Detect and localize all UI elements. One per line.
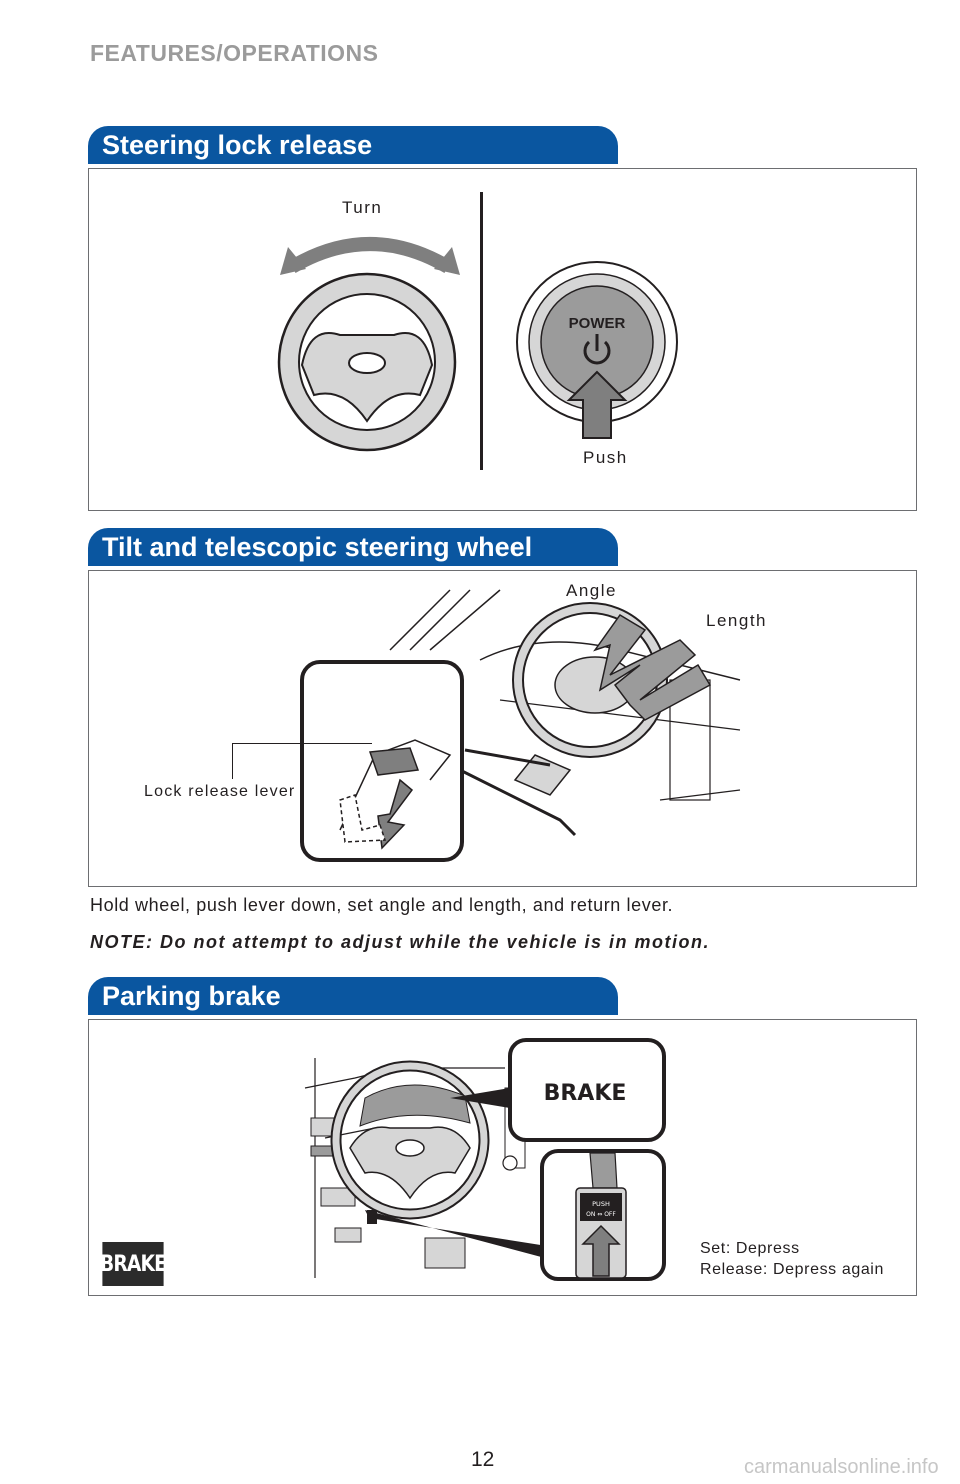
label-length: Length — [706, 611, 767, 630]
brake-callout-text: BRAKE — [544, 1081, 627, 1106]
lever-leader-tick — [232, 743, 233, 779]
page-number: 12 — [471, 1448, 495, 1471]
brake-callout-box — [508, 1038, 666, 1142]
label-angle: Angle — [566, 581, 617, 600]
lever-down-arrow — [377, 778, 414, 850]
turn-arc-arrow — [288, 237, 452, 274]
label-lock-release-lever: Lock release lever — [144, 783, 296, 800]
turn-arrow-left-head — [280, 247, 306, 275]
label-turn: Turn — [342, 198, 383, 217]
pedal-push-arrow — [581, 1224, 621, 1277]
pedal-text-push: PUSH — [592, 1200, 610, 1208]
set-instruction: Set: Depress — [700, 1240, 800, 1257]
steering-wheel-illustration — [277, 237, 460, 452]
parking-brake-panel — [88, 1019, 917, 1296]
lever-leader-line — [232, 743, 372, 744]
label-push: Push — [583, 448, 628, 467]
section-title-tilt: Tilt and telescopic steering wheel — [88, 528, 618, 566]
angle-length-arrows — [593, 614, 712, 721]
section-title-parking-brake: Parking brake — [88, 977, 618, 1015]
brake-warning-badge: BRAKE — [100, 1242, 167, 1286]
power-icon — [583, 340, 611, 365]
tilt-note: NOTE: Do not attempt to adjust while the… — [90, 932, 711, 952]
pedal-text-onoff: ON ⇔ OFF — [586, 1211, 616, 1218]
tilt-dashboard-illustration — [300, 589, 741, 862]
steering-lock-panel — [88, 168, 917, 511]
tilt-instruction: Hold wheel, push lever down, set angle a… — [90, 895, 674, 915]
watermark: carmanualsonline.info — [744, 1456, 939, 1478]
release-instruction: Release: Depress again — [700, 1261, 884, 1278]
power-button-illustration: POWER — [516, 261, 678, 439]
section-title-steering-lock: Steering lock release — [88, 126, 618, 164]
divider-line — [480, 192, 483, 470]
turn-arrow-right-head — [434, 247, 460, 275]
power-button-text: POWER — [569, 315, 626, 332]
push-arrow — [566, 370, 628, 439]
parking-brake-illustration: BRAKE PUSH ON ⇔ OFF — [304, 1038, 666, 1281]
tilt-panel — [88, 570, 917, 887]
running-head: FEATURES/OPERATIONS — [90, 40, 379, 66]
